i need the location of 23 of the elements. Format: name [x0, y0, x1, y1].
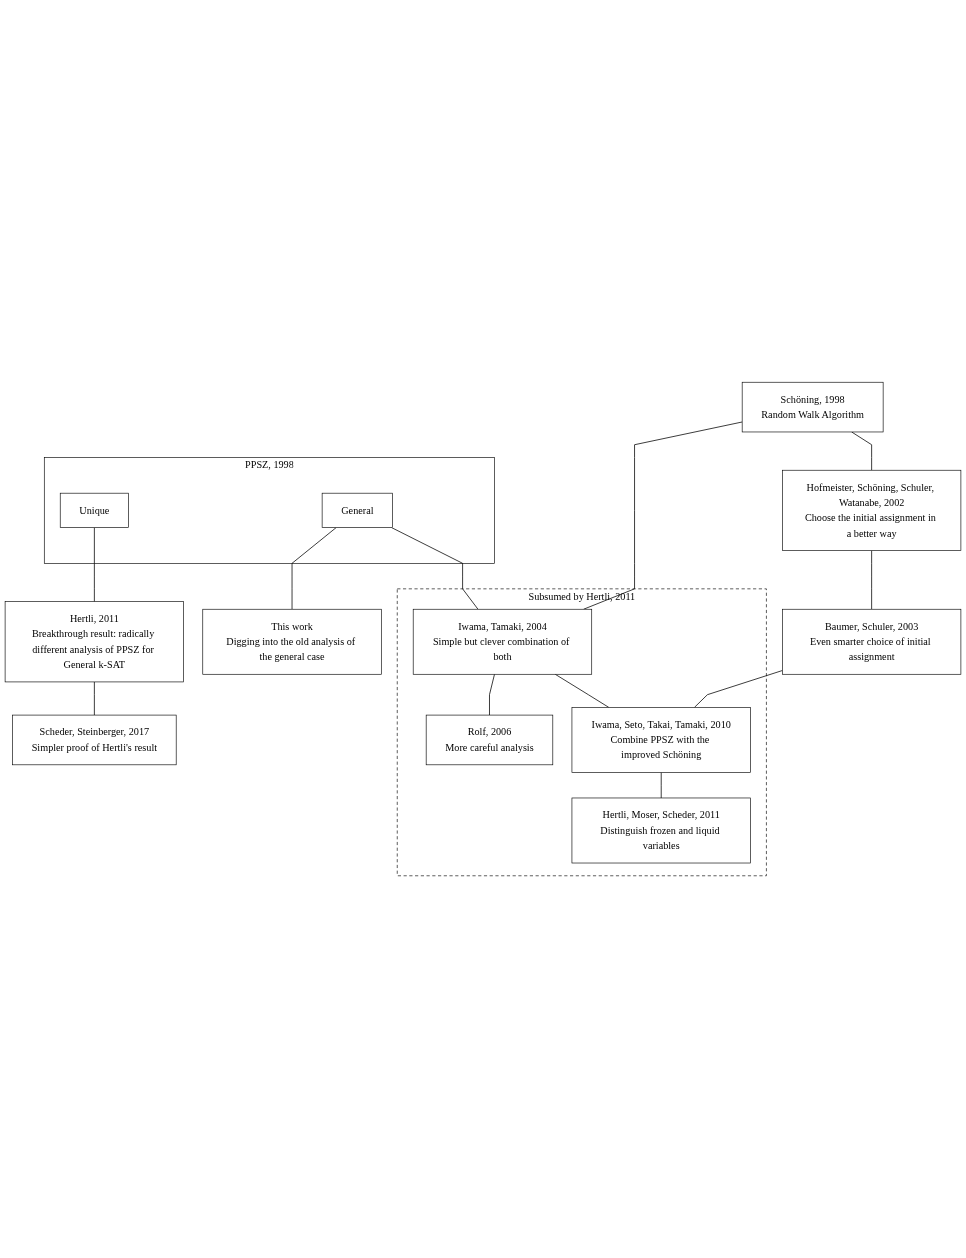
connector [291, 527, 337, 610]
connector [871, 550, 872, 610]
node-box: Hertli, Moser, Scheder, 2011 Distinguish frozen and liquid variables [571, 797, 751, 864]
node-box: Iwama, Tamaki, 2004 Simple but clever combination of both [412, 608, 593, 675]
connector [94, 681, 95, 716]
connector [660, 772, 662, 799]
node-box: Iwama, Seto, Takai, Tamaki, 2010 Combine PPSZ with the improved Schöning [571, 707, 751, 773]
connector [694, 670, 783, 708]
node-box: Baumer, Schuler, 2003 Even smarter choice of initial assignment [782, 608, 962, 675]
connector [851, 431, 872, 471]
connector [583, 421, 743, 610]
connector [391, 527, 479, 610]
node-box: Schöning, 1998 Random Walk Algorithm [741, 381, 884, 433]
node-box: General [321, 492, 393, 528]
connector [94, 527, 95, 602]
node-box: Hofmeister, Schöning, Schuler, Watanabe, 2002 Choose the initial assignment in a better way [782, 469, 962, 551]
node-box: Hertli, 2011 Breakthrough result: radically different analysis of PPSZ for General k-SAT [4, 601, 184, 683]
node-box: Scheder, Steinberger, 2017 Simpler proof of Hertli's result [12, 714, 177, 766]
connector [554, 673, 610, 708]
node-box: Unique [59, 492, 129, 528]
node-box: This work Digging into the old analysis of the general case [202, 608, 382, 675]
node-box: Rolf, 2006 More careful analysis [425, 714, 554, 766]
connector [489, 673, 495, 716]
